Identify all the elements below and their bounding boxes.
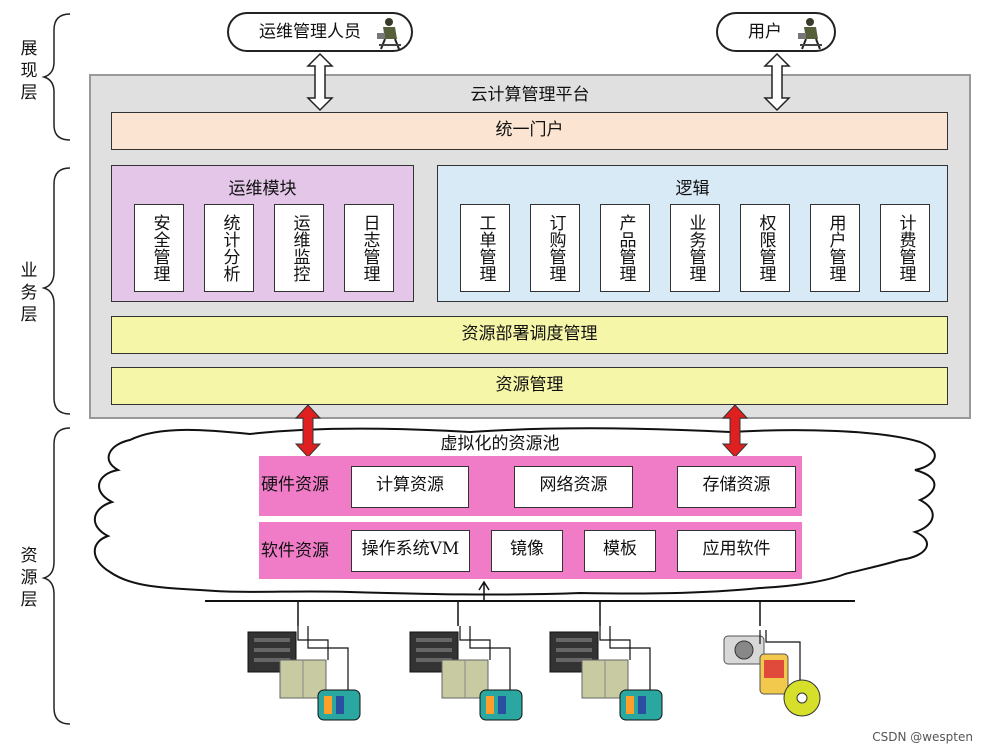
tape-library-icon [317,689,361,721]
ops-module: 运维模块 安全管理 统计分析 运维监控 日志管理 [111,165,414,302]
logic-module-title: 逻辑 [675,179,710,199]
layer-braces [41,13,71,725]
resource-management: 资源管理 [111,367,948,405]
server-rack-icon [549,631,599,673]
software-label: 软件资源 [261,541,329,561]
logic-item-ticket: 工单管理 [460,204,510,292]
role-arrows [306,52,791,112]
logic-item-product: 产品管理 [600,204,650,292]
compute-resource: 计算资源 [351,466,469,508]
tape-library-icon [619,689,663,721]
ops-module-title: 运维模块 [228,179,297,199]
software-resources: 软件资源 操作系统VM 镜像 模板 应用软件 [259,522,802,579]
storage-array-icon [581,659,629,699]
os-vm-resource: 操作系统VM [351,530,470,572]
hardware-label: 硬件资源 [261,475,329,495]
phone-icon [759,653,789,695]
logic-item-order: 订购管理 [530,204,580,292]
logic-item-user: 用户管理 [810,204,860,292]
resource-pool-title: 虚拟化的资源池 [440,434,560,454]
role-ops-staff: 运维管理人员 [227,12,413,52]
brace-resource [41,427,71,725]
logic-item-business: 业务管理 [670,204,720,292]
brace-business [41,167,71,415]
tape-library-icon [479,689,523,721]
logic-item-billing: 计费管理 [880,204,930,292]
image-resource: 镜像 [491,530,563,572]
ops-item-logs: 日志管理 [344,204,394,292]
user-double-arrow [763,52,791,112]
brace-presentation [41,13,71,141]
server-cluster-3 [549,626,663,721]
layer-label-presentation: 展现层 [20,39,38,103]
server-cluster-1 [247,626,361,721]
role-user-label: 用户 [748,22,782,42]
camera-icon [723,635,765,665]
layer-label-business: 业务层 [20,261,38,325]
bus-up-arrow [478,580,490,601]
person-at-computer-icon [377,18,401,50]
hardware-resources: 硬件资源 计算资源 网络资源 存储资源 [259,456,802,516]
logic-module: 逻辑 工单管理 订购管理 产品管理 业务管理 权限管理 用户管理 计费管理 [437,165,948,302]
hardware-network [205,580,855,721]
platform-title: 云计算管理平台 [470,85,590,105]
template-resource: 模板 [584,530,656,572]
consumer-devices [723,630,821,717]
resource-deploy-schedule: 资源部署调度管理 [111,316,948,354]
storage-array-icon [279,659,327,699]
server-cluster-2 [409,626,523,721]
ops-item-statistics: 统计分析 [204,204,254,292]
app-software-resource: 应用软件 [677,530,796,572]
logic-item-permission: 权限管理 [740,204,790,292]
footer-watermark: CSDN @wespten [872,730,973,744]
storage-array-icon [441,659,489,699]
unified-portal: 统一门户 [111,112,948,150]
storage-resource: 存储资源 [677,466,796,508]
ops-double-arrow [306,52,334,112]
optical-disc-icon [783,679,821,717]
ops-item-monitoring: 运维监控 [274,204,324,292]
layer-label-resource: 资源层 [20,546,38,610]
person-at-computer-icon [798,18,822,50]
role-user: 用户 [716,12,836,52]
network-resource: 网络资源 [514,466,633,508]
role-ops-staff-label: 运维管理人员 [259,22,361,42]
ops-item-security: 安全管理 [134,204,184,292]
